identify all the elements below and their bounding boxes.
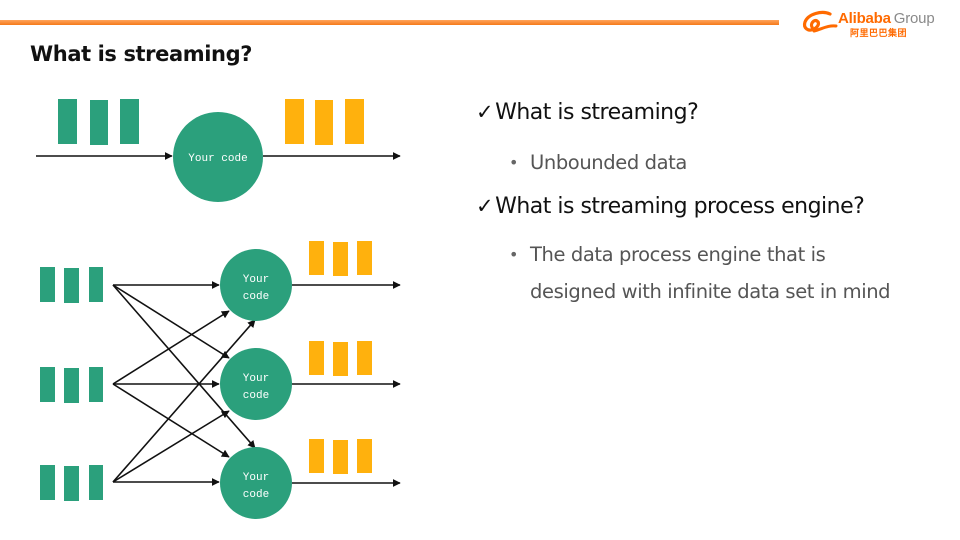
header-accent-bar: [0, 20, 779, 25]
output-data-block: [333, 342, 348, 376]
code-node-label: code: [243, 390, 269, 402]
checkmark-icon: ✓: [476, 194, 494, 218]
logo-chinese-text: 阿里巴巴集团: [850, 28, 908, 38]
connection-arrow: [112, 319, 256, 483]
page-title: What is streaming?: [30, 42, 252, 66]
output-data-block: [333, 440, 348, 474]
code-node-label: Your: [243, 274, 269, 286]
input-data-block: [120, 99, 139, 144]
output-data-block: [357, 241, 372, 275]
parallel-pipeline: Your code Your code Your code: [40, 241, 401, 519]
input-data-block: [40, 465, 55, 500]
connection-arrow: [112, 284, 256, 449]
input-data-block: [90, 100, 108, 145]
input-data-block: [58, 99, 77, 144]
code-node: [220, 447, 292, 519]
code-node-label: code: [243, 291, 269, 303]
output-data-block: [333, 242, 348, 276]
single-pipeline: Your code: [36, 99, 401, 202]
input-data-block: [89, 367, 103, 402]
connection-arrow: [112, 410, 230, 483]
input-data-block: [64, 368, 79, 403]
input-data-block: [89, 465, 103, 500]
code-node: [173, 112, 263, 202]
connection-arrow: [112, 310, 230, 385]
input-data-block: [64, 466, 79, 501]
code-node-label: Your: [243, 373, 269, 385]
bullet-dot-icon: •: [509, 153, 519, 172]
sub-bullet-text: The data process engine that is designed…: [530, 243, 891, 303]
sub-bullet-text: Unbounded data: [530, 151, 687, 174]
bullet-dot-icon: •: [509, 245, 519, 264]
output-data-block: [309, 439, 324, 473]
alibaba-logo-icon: [802, 10, 838, 33]
code-node-label: Your: [243, 472, 269, 484]
output-data-block: [345, 99, 364, 144]
checkmark-icon: ✓: [476, 100, 494, 124]
output-data-block: [285, 99, 304, 144]
bullet-item: ✓ What is streaming process engine?: [476, 194, 865, 219]
input-data-block: [64, 268, 79, 303]
input-data-block: [89, 267, 103, 302]
bullet-text: What is streaming process engine?: [495, 194, 865, 219]
sub-bullet-item: • The data process engine that is design…: [509, 236, 910, 310]
code-node: [220, 348, 292, 420]
input-data-block: [40, 367, 55, 402]
output-data-block: [357, 439, 372, 473]
output-data-block: [315, 100, 333, 145]
code-node: [220, 249, 292, 321]
code-node-label: Your code: [188, 153, 247, 165]
bullet-item: ✓ What is streaming?: [476, 100, 699, 125]
connection-arrow: [112, 284, 230, 359]
output-data-block: [309, 241, 324, 275]
connection-arrow: [112, 383, 230, 458]
code-node-label: code: [243, 489, 269, 501]
output-data-block: [309, 341, 324, 375]
bullet-text: What is streaming?: [495, 100, 699, 125]
input-data-block: [40, 267, 55, 302]
sub-bullet-item: • Unbounded data: [509, 144, 687, 181]
output-data-block: [357, 341, 372, 375]
